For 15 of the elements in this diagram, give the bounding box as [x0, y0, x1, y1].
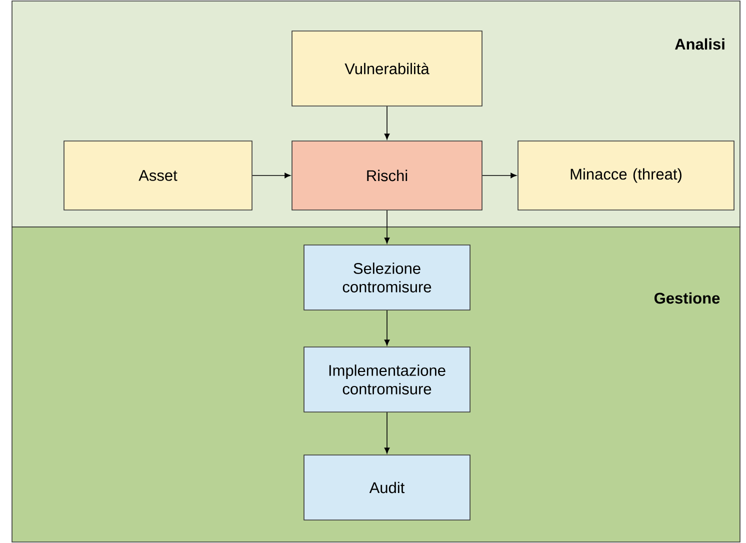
risk-box: Rischi [292, 140, 482, 210]
process-box: Audit [304, 454, 470, 520]
band-label: Analisi [675, 38, 724, 50]
band-label: Gestione [654, 292, 720, 304]
process-box: Asset [64, 140, 252, 210]
arrow [384, 106, 390, 140]
arrow [384, 310, 390, 346]
process-box: Selezione contromisure [304, 244, 470, 310]
arrow [252, 172, 291, 178]
process-box: Implementazione contromisure [304, 346, 470, 412]
arrow [384, 210, 390, 244]
arrow [384, 412, 390, 454]
process-box: Vulnerabilità [292, 30, 482, 106]
arrow [482, 172, 517, 178]
process-box: Minacce (threat) [518, 140, 734, 210]
